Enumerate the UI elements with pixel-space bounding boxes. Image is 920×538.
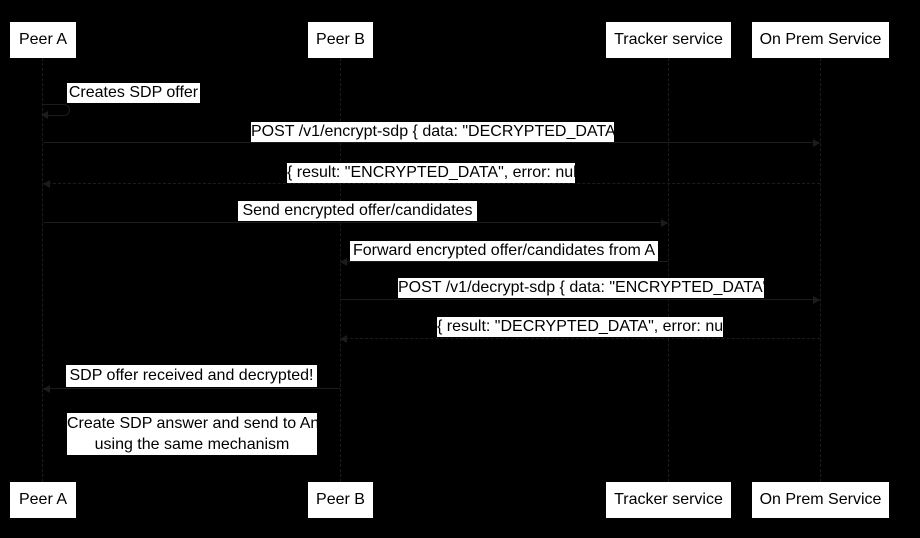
message-label-offer-received: SDP offer received and decrypted! bbox=[66, 365, 317, 387]
lifeline-tracker-service bbox=[668, 58, 669, 482]
arrowhead-icon bbox=[813, 139, 820, 147]
arrowhead-icon bbox=[813, 296, 820, 304]
arrow-forward-encrypted bbox=[340, 258, 668, 266]
arrow-post-decrypt bbox=[340, 296, 820, 304]
participant-box-peer-a-bottom: Peer A bbox=[10, 482, 76, 518]
arrow-offer-received bbox=[43, 385, 340, 393]
participant-box-on-prem-service-bottom: On Prem Service bbox=[752, 482, 889, 518]
participant-box-peer-b-top: Peer B bbox=[308, 22, 373, 58]
arrow-encrypt-result bbox=[43, 180, 820, 188]
participant-box-tracker-service-top: Tracker service bbox=[606, 22, 731, 58]
arrow-send-encrypted bbox=[43, 219, 668, 227]
message-label-forward-encrypted: Forward encrypted offer/candidates from … bbox=[350, 241, 658, 261]
lifeline-peer-b bbox=[340, 58, 341, 482]
message-label-send-encrypted: Send encrypted offer/candidates bbox=[238, 201, 477, 221]
participant-box-on-prem-service-top: On Prem Service bbox=[752, 22, 889, 58]
arrowhead-icon bbox=[43, 180, 50, 188]
arrowhead-icon bbox=[340, 258, 347, 266]
message-label-decrypt-result: { result: "DECRYPTED_DATA", error: null … bbox=[437, 317, 741, 337]
arrowhead-icon bbox=[41, 111, 48, 119]
note-line-1: Create SDP answer and send to An bbox=[67, 415, 320, 432]
lifeline-peer-a bbox=[42, 58, 43, 482]
arrowhead-icon bbox=[43, 385, 50, 393]
lifeline-on-prem-service bbox=[820, 58, 821, 482]
arrow-post-encrypt bbox=[43, 139, 820, 147]
message-label-post-decrypt: POST /v1/decrypt-sdp { data: "ENCRYPTED_… bbox=[398, 278, 779, 298]
participant-box-tracker-service-bottom: Tracker service bbox=[606, 482, 731, 518]
arrowhead-icon bbox=[340, 335, 347, 343]
message-label-post-encrypt: POST /v1/encrypt-sdp { data: "DECRYPTED_… bbox=[251, 122, 632, 142]
participant-box-peer-a-top: Peer A bbox=[10, 22, 76, 58]
note-create-answer: Create SDP answer and send to An using t… bbox=[67, 413, 320, 455]
arrow-decrypt-result bbox=[340, 335, 820, 343]
participant-box-peer-b-bottom: Peer B bbox=[308, 482, 373, 518]
message-label-creates-offer: Creates SDP offer bbox=[67, 83, 200, 103]
note-line-2: using the same mechanism bbox=[94, 436, 290, 453]
arrowhead-icon bbox=[661, 219, 668, 227]
self-arrow-creates-offer bbox=[41, 104, 70, 119]
message-label-encrypt-result: { result: "ENCRYPTED_DATA", error: null … bbox=[287, 163, 591, 183]
